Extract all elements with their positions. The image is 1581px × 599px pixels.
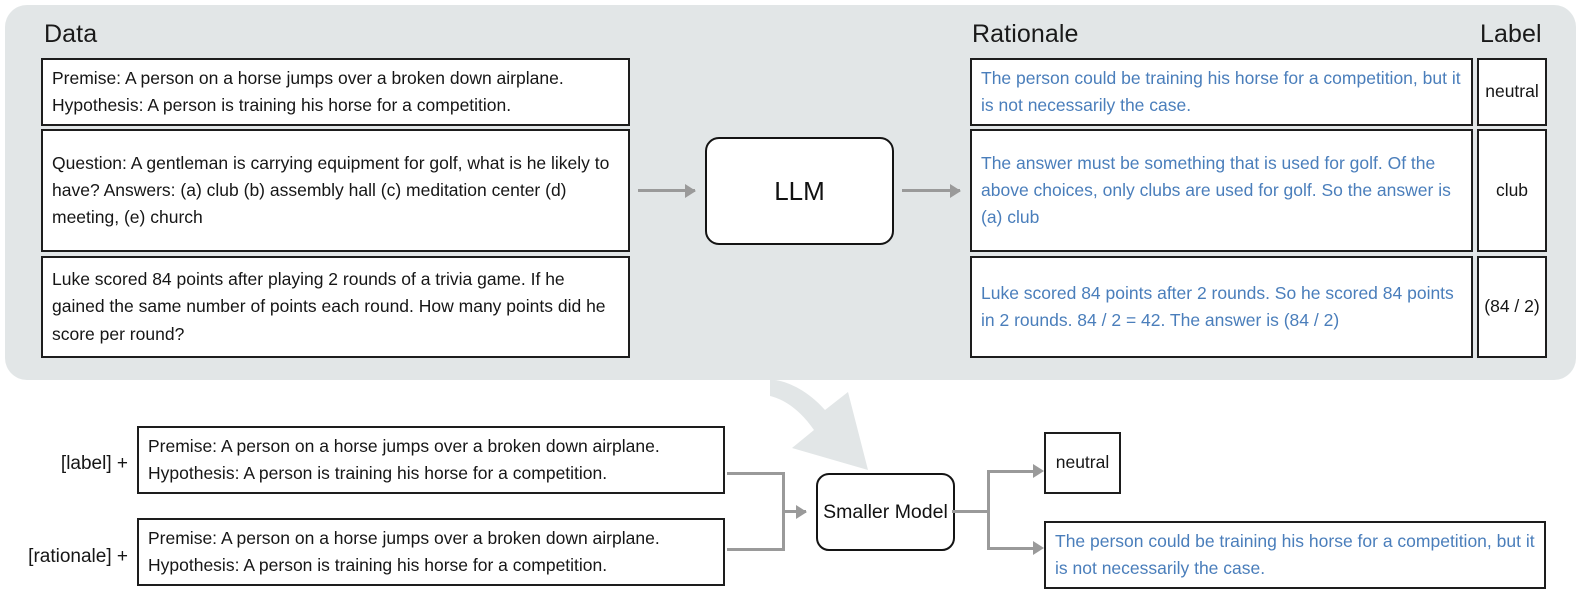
connector-line-top <box>727 472 785 475</box>
training-input-box: Premise: A person on a horse jumps over … <box>137 426 725 494</box>
llm-model-label: LLM <box>774 175 825 206</box>
input-prefix-label: [label] + <box>60 453 128 474</box>
column-heading-data: Data <box>44 20 98 48</box>
rationale-box: The answer must be something that is use… <box>970 129 1473 252</box>
rationale-box-text: Luke scored 84 points after 2 rounds. So… <box>981 282 1454 330</box>
rationale-box: The person could be training his horse f… <box>970 58 1473 126</box>
rationale-box-text: The person could be training his horse f… <box>981 67 1461 115</box>
label-box-text: club <box>1495 179 1529 200</box>
label-box-text: (84 / 2) <box>1484 296 1540 317</box>
column-heading-rationale: Rationale <box>972 20 1079 48</box>
arrow-llm-to-rationale-icon <box>902 189 960 192</box>
arrow-inputs-to-smaller-model-icon <box>782 510 806 513</box>
label-box-text: neutral <box>1485 81 1539 102</box>
column-heading-label: Label <box>1480 20 1542 48</box>
output-rationale-text: The person could be training his horse f… <box>1055 530 1535 578</box>
arrow-to-label-output-icon <box>1033 464 1044 478</box>
connector-line-out-bottom <box>987 547 1039 550</box>
training-input-text: Premise: A person on a horse jumps over … <box>148 435 660 483</box>
rationale-box: Luke scored 84 points after 2 rounds. So… <box>970 256 1473 358</box>
llm-model-box: LLM <box>705 137 894 245</box>
training-input-box: Premise: A person on a horse jumps over … <box>137 518 725 586</box>
training-input-text: Premise: A person on a horse jumps over … <box>148 527 660 575</box>
connector-line-bottom <box>727 548 785 551</box>
smaller-model-label: Smaller Model <box>823 500 948 523</box>
data-box-text: Luke scored 84 points after playing 2 ro… <box>52 269 606 344</box>
arrow-to-rationale-output-icon <box>1033 541 1044 555</box>
data-box: Luke scored 84 points after playing 2 ro… <box>41 256 630 358</box>
label-box: neutral <box>1477 58 1547 126</box>
output-label-text: neutral <box>1055 452 1110 473</box>
output-label-box: neutral <box>1044 432 1121 494</box>
data-box-text: Premise: A person on a horse jumps over … <box>52 67 564 115</box>
data-box-text: Question: A gentleman is carrying equipm… <box>52 152 610 228</box>
output-rationale-box: The person could be training his horse f… <box>1044 521 1546 589</box>
arrow-data-to-llm-icon <box>638 189 695 192</box>
input-prefix-label: [rationale] + <box>28 546 128 567</box>
data-box: Premise: A person on a horse jumps over … <box>41 58 630 126</box>
label-box: (84 / 2) <box>1477 256 1547 358</box>
data-box: Question: A gentleman is carrying equipm… <box>41 129 630 252</box>
connector-line-vertical-out <box>987 470 990 550</box>
connector-line-out-top <box>987 470 1039 473</box>
label-box: club <box>1477 129 1547 252</box>
connector-line-stub <box>952 510 990 513</box>
smaller-model-box: Smaller Model <box>816 473 955 551</box>
rationale-box-text: The answer must be something that is use… <box>981 152 1451 228</box>
